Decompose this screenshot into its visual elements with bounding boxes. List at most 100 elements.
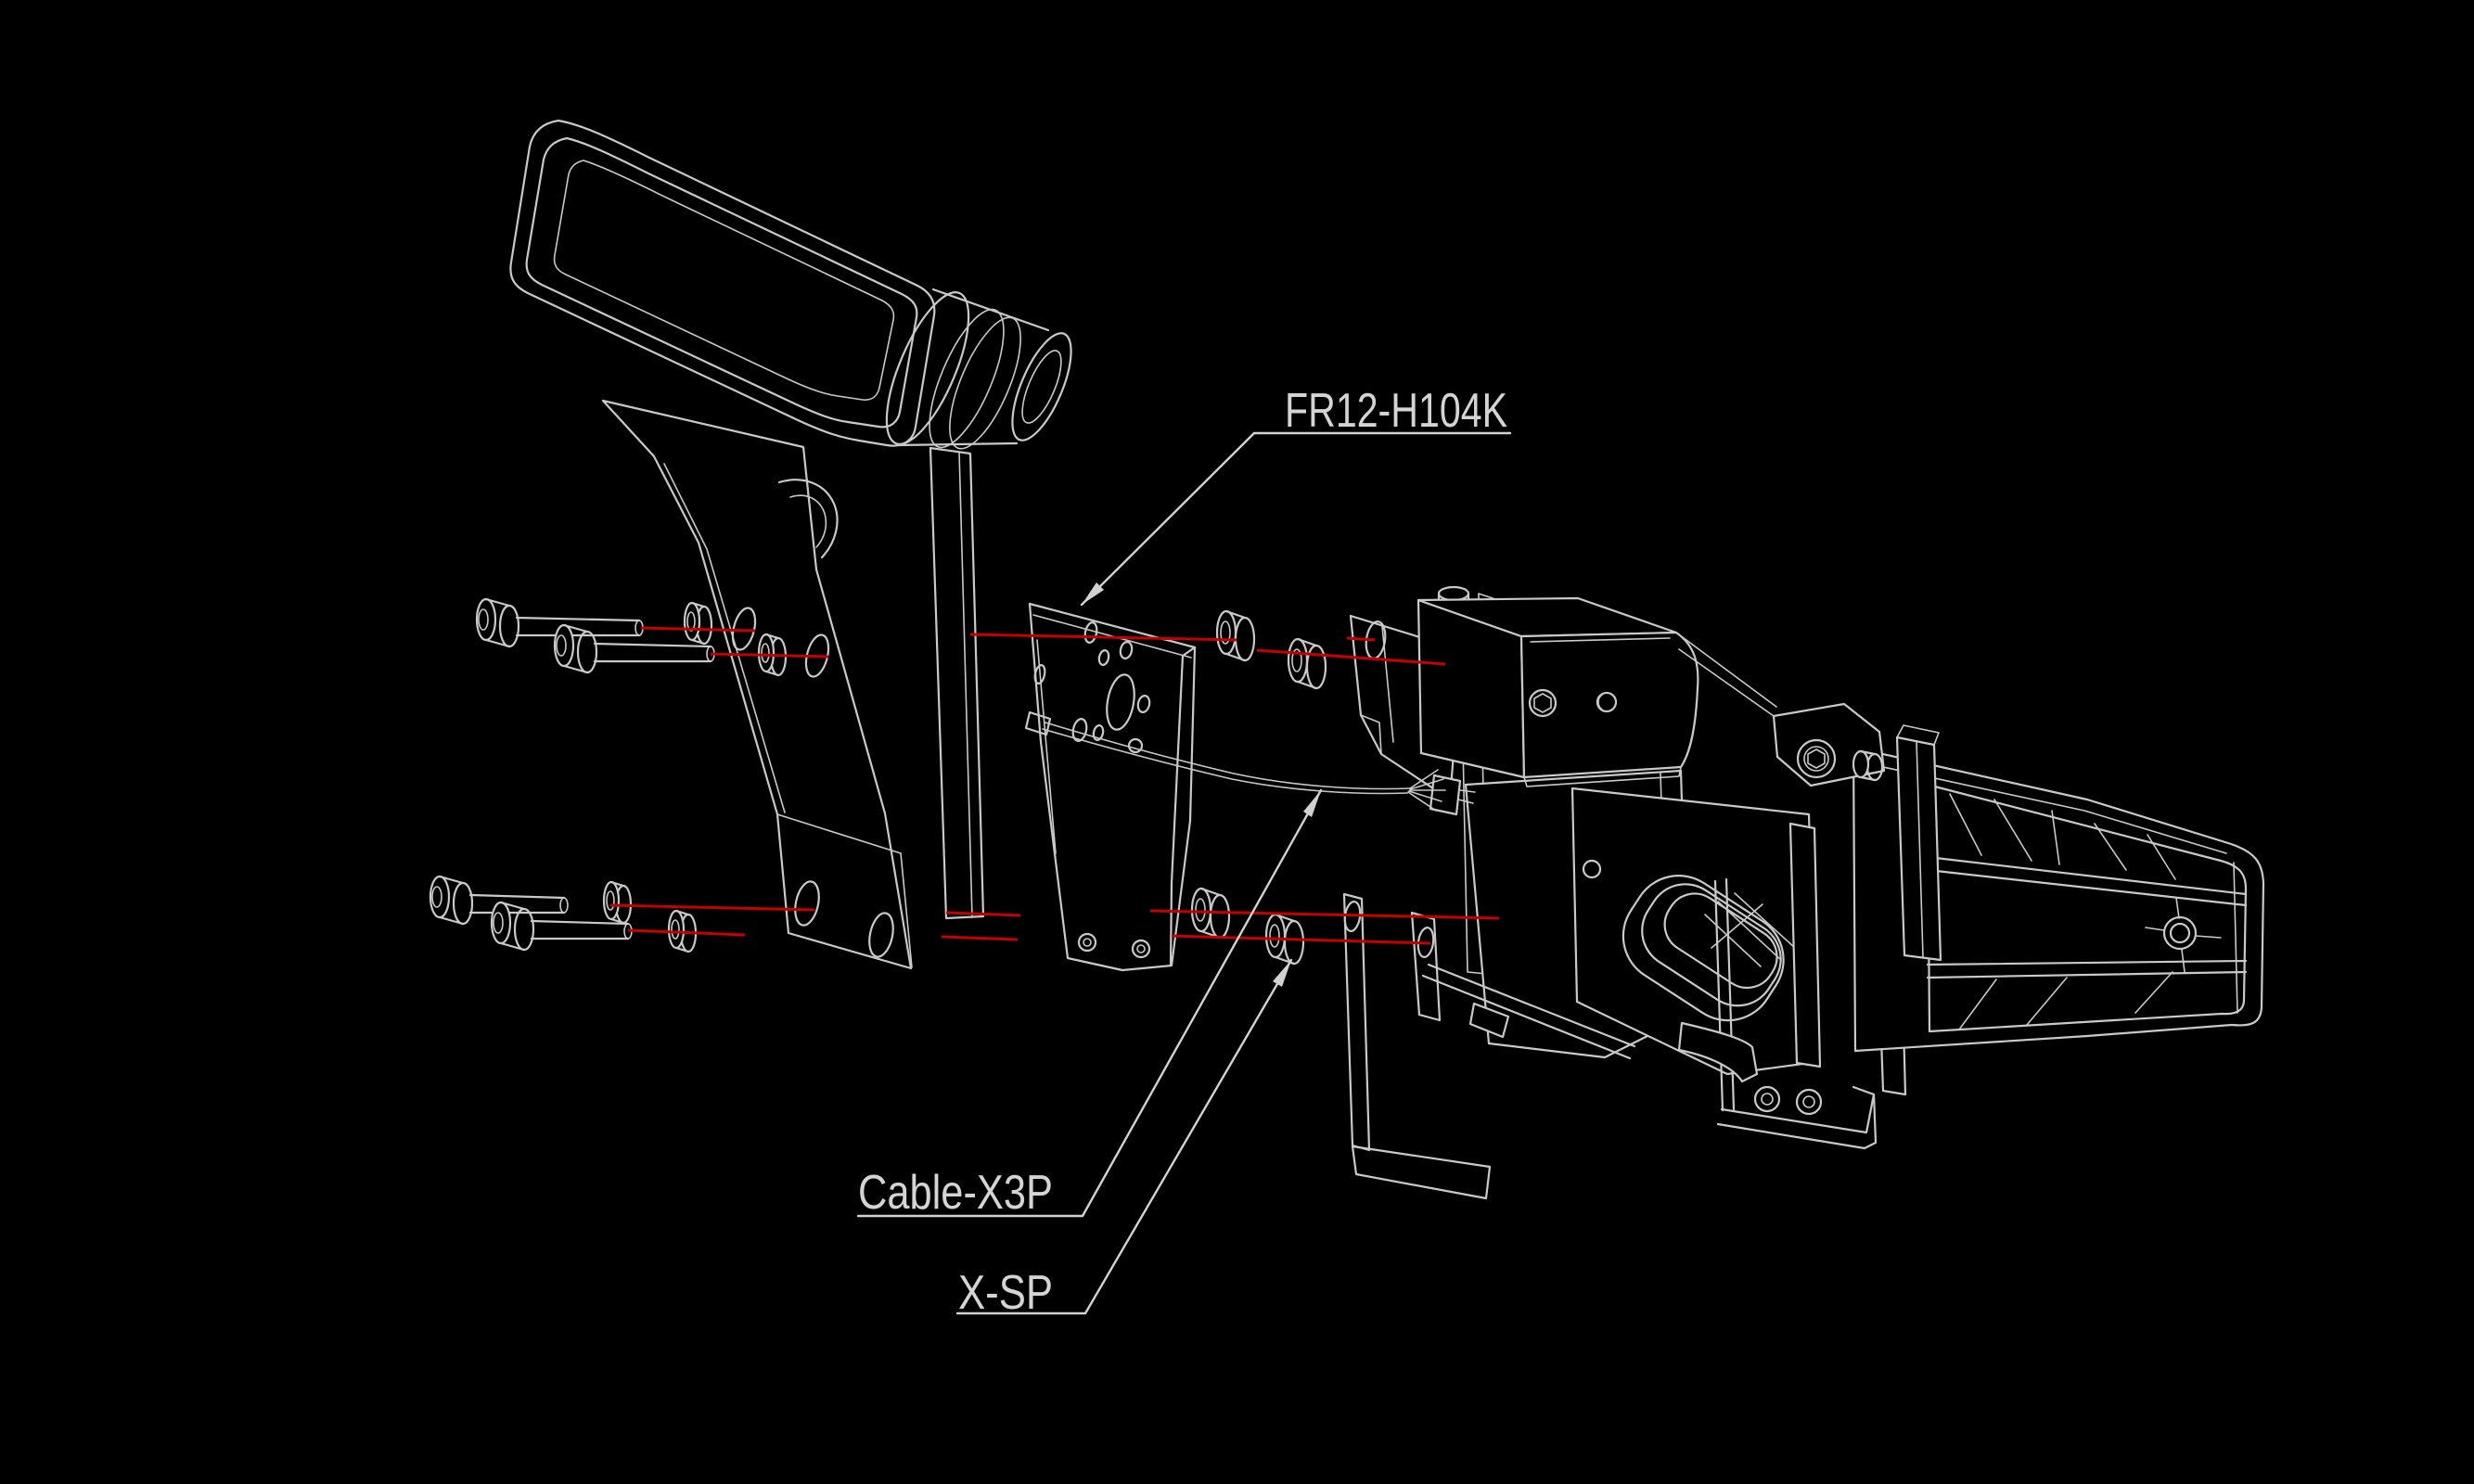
leader-spacer-arrowhead: [1273, 960, 1291, 987]
screw-axis-lines-part: [945, 911, 1021, 917]
callout-fr12: FR12-H104K: [1080, 384, 1512, 607]
fr12-frame-plate-part: [1127, 737, 1144, 754]
spacer-part: [1209, 893, 1231, 940]
screw-axis-lines-part: [1256, 648, 1446, 666]
arm-truss-link: [1788, 731, 2265, 1053]
fr12-frame-plate-part: [1083, 621, 1098, 644]
leader-frame: [1080, 431, 1512, 607]
fr12-frame-plate-part: [1169, 646, 1197, 966]
handle-bracket-part: [601, 399, 913, 970]
cable-x3p-part: [1407, 769, 1446, 812]
socket-screws: [429, 597, 715, 952]
screw: [429, 875, 569, 926]
handle-bracket-part: [776, 813, 902, 854]
screw-axis-lines-part: [627, 928, 746, 937]
servo-box-part: [1523, 766, 1682, 787]
wrist-bracket-part: [1641, 883, 1782, 1007]
servo-box-part: [1596, 691, 1618, 713]
fr12-frame-plate-part: [1097, 649, 1110, 666]
fr12-frame-plate-part: [1119, 641, 1134, 659]
screw-part: [452, 881, 474, 926]
lower-flange-strap: [1342, 892, 1371, 1152]
cable-x3p-part: [1045, 722, 1411, 790]
screw-part: [498, 604, 520, 648]
screw-axis-lines-part: [1346, 636, 1376, 642]
handle-hole: [794, 880, 820, 927]
handle-far-plate: [929, 446, 985, 920]
screw-axis-lines-part: [640, 626, 756, 633]
screw-part: [438, 875, 465, 926]
servo-box-part: [1533, 693, 1552, 713]
handle-bracket-part: [777, 479, 839, 559]
wrist-bracket-part: [1720, 1085, 1876, 1134]
wrist-bracket-part: [1570, 787, 1818, 1076]
fr12-frame-plate-part: [1036, 639, 1057, 854]
screw-axis-lines-part: [1149, 909, 1500, 920]
callout-cable: Cable-X3P: [856, 788, 1323, 1220]
handle-far-plate-part: [958, 451, 973, 918]
fr12-frame-plate-part: [1136, 695, 1151, 713]
servo-horn-bracket-part: [1675, 632, 1777, 717]
washer-part: [764, 633, 780, 677]
arm-truss-link-part: [2169, 922, 2191, 944]
servo-horn-bracket-part: [1796, 738, 1837, 779]
handle-bracket-part: [900, 852, 913, 968]
spacer-part: [1296, 637, 1318, 690]
camera-lens-barrel-part: [885, 291, 970, 445]
label-cable: Cable-X3P: [858, 1166, 1053, 1220]
screw-part: [484, 597, 511, 648]
camera-lens-barrel-part: [1011, 332, 1072, 441]
screw-part: [513, 907, 535, 952]
spacer-part: [1291, 648, 1302, 672]
camera-lens-barrel-part: [929, 308, 1005, 449]
servo-box-part: [1597, 694, 1603, 710]
spacer-part: [1305, 644, 1327, 690]
depth-camera: [509, 119, 1072, 450]
screw-part: [553, 623, 575, 668]
servo-box-part: [1519, 631, 1699, 779]
washer: [602, 880, 633, 925]
fr12-frame-plate-part: [1131, 939, 1151, 959]
servo-box: [1416, 585, 1699, 787]
screw-axis-lines-part: [941, 935, 1019, 941]
washer-part: [606, 890, 615, 911]
washer: [683, 601, 713, 646]
leader-cable: [856, 788, 1323, 1218]
screw: [475, 597, 644, 648]
screw-part: [593, 642, 712, 663]
wrist-bracket-part: [1677, 1021, 1759, 1083]
washers: [602, 601, 788, 953]
arm-truss-link-part: [1949, 793, 2176, 880]
wrist-bracket: [1570, 787, 1907, 1150]
screw-part: [478, 608, 489, 631]
fr12-frame-plate-part: [1028, 602, 1197, 972]
wrist-bracket-part: [1753, 1085, 1781, 1113]
washer-part: [761, 643, 770, 663]
depth-camera-part: [525, 136, 918, 429]
screw-axis-lines-part: [710, 652, 829, 659]
wrist-bracket-part: [1761, 1093, 1774, 1106]
spacer-part: [1190, 887, 1212, 933]
cable-x3p-part: [1457, 789, 1476, 804]
spacer-part: [1269, 924, 1280, 948]
wrist-bracket-part: [1582, 859, 1602, 879]
arm-truss-link-part: [1852, 746, 2265, 1053]
washer-part: [609, 880, 625, 925]
leader-cable-arrowhead: [1303, 790, 1321, 817]
servo-flange-part: [1360, 714, 1382, 755]
fr12-frame-plate-part: [1083, 938, 1092, 947]
servo-box-part: [1437, 585, 1470, 602]
servo-box-part: [1528, 688, 1557, 718]
screw-part: [429, 875, 451, 919]
servo-horn-bracket: [1675, 632, 1942, 962]
screw-axis-lines-part: [1171, 934, 1431, 945]
wrist-bracket-part: [1716, 1093, 1878, 1150]
screw-part: [490, 901, 512, 945]
fr12-frame-plate-part: [1136, 944, 1146, 953]
screw-part: [556, 634, 567, 657]
screw-part: [515, 616, 641, 637]
wrist-bracket-part: [1622, 875, 1785, 1022]
washer-part: [686, 611, 696, 632]
